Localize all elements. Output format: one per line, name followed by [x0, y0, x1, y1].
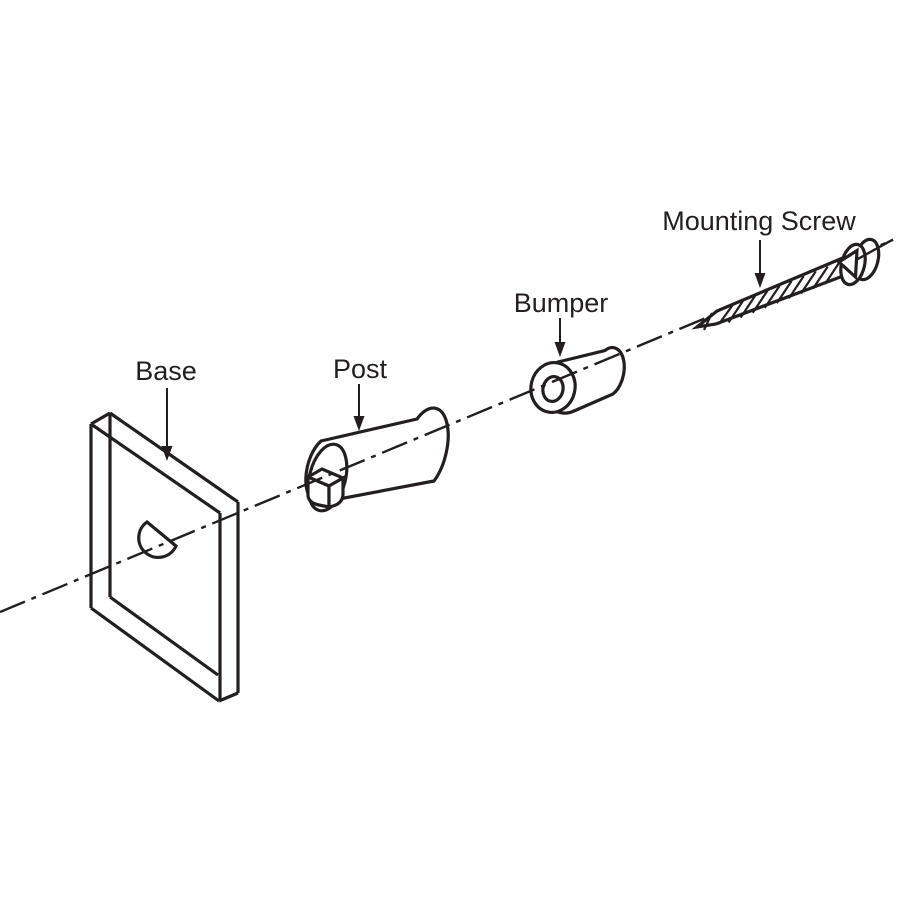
post-tab-side — [327, 475, 345, 510]
bumper-callout: Bumper — [514, 288, 609, 357]
bumper-arrowhead — [554, 342, 566, 357]
post-part — [304, 406, 450, 513]
mounting-screw-part — [691, 237, 894, 331]
post-front-face — [306, 442, 349, 513]
base-plate-edges — [89, 411, 240, 703]
base-callout: Base — [135, 356, 197, 461]
post-arrowhead — [353, 416, 365, 431]
bumper-label: Bumper — [514, 288, 609, 318]
post-callout: Post — [333, 354, 388, 431]
base-arrowhead — [161, 446, 173, 461]
screw-head-neck — [836, 247, 859, 281]
base-part — [89, 411, 240, 703]
post-tab-front — [306, 474, 331, 509]
bumper-part — [529, 346, 626, 415]
centerline-end-segment — [855, 238, 894, 262]
base-keyhole — [137, 519, 178, 560]
mounting-screw-arrowhead — [754, 273, 766, 288]
mounting-screw-callout: Mounting Screw — [662, 206, 856, 288]
screw-threads — [703, 260, 841, 331]
mounting-screw-label: Mounting Screw — [662, 206, 856, 236]
post-label: Post — [333, 354, 388, 384]
base-label: Base — [135, 356, 197, 386]
